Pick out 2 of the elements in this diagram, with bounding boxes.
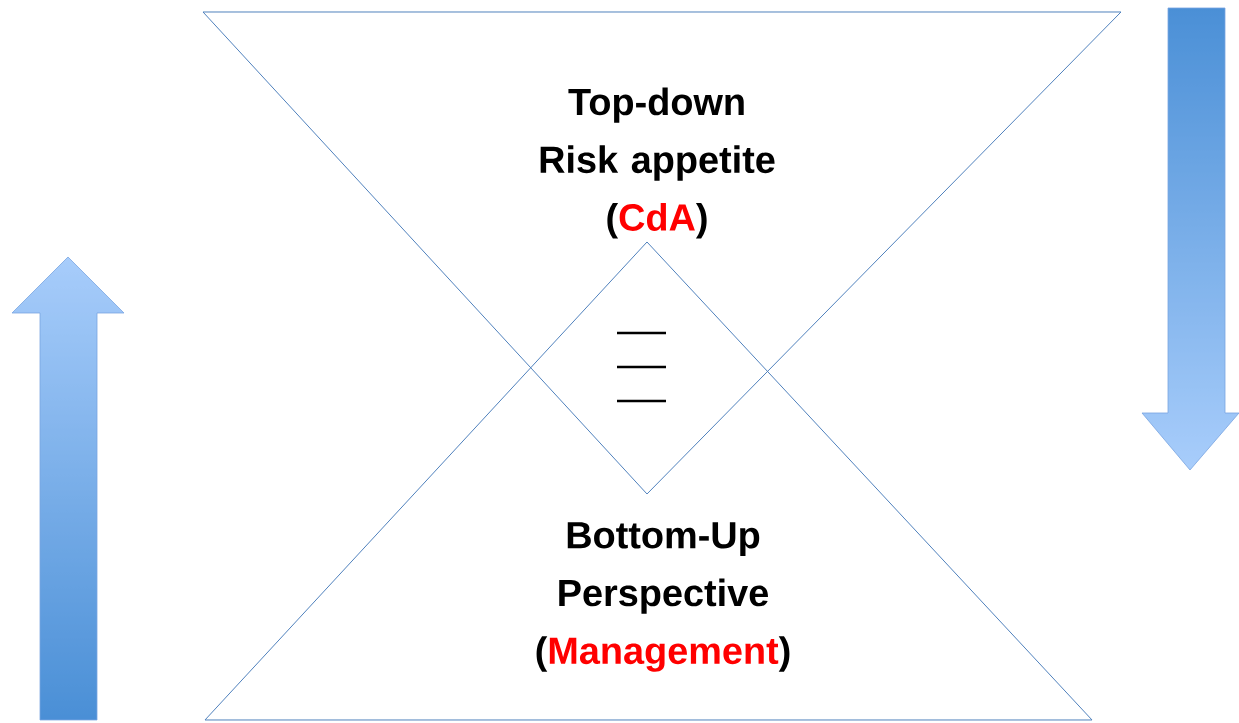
triangle: Top-down Risk appetite (CdA) [202,11,1122,495]
triangle: Bottom-Up Perspective (Management) [204,241,1093,721]
